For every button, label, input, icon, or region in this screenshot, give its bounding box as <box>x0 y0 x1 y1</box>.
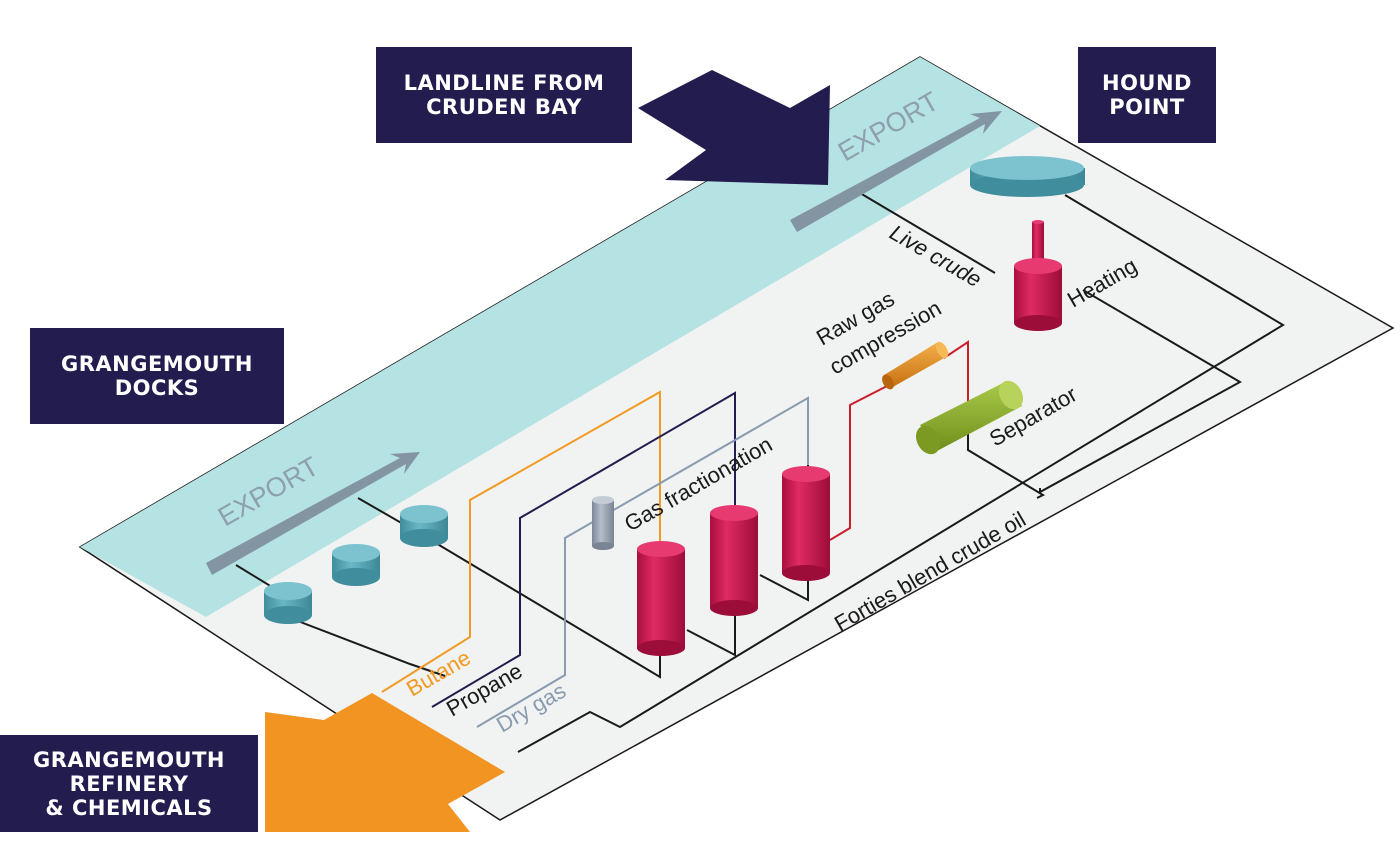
storage-tank <box>264 582 312 624</box>
grangemouth-docks-box: GRANGEMOUTH DOCKS <box>30 328 284 424</box>
storage-tank-large <box>970 156 1085 197</box>
docks-line-1: GRANGEMOUTH <box>60 352 254 376</box>
dry-gas-line <box>476 396 809 728</box>
compressor <box>882 341 949 390</box>
gas-vessel <box>592 496 614 550</box>
heater <box>1014 220 1062 331</box>
landline-line-2: CRUDEN BAY <box>426 95 582 119</box>
hound-point-box: HOUND POINT <box>1078 47 1216 143</box>
fractionation-column <box>782 466 830 581</box>
butane-line <box>381 390 661 693</box>
hound-point-line-2: POINT <box>1109 95 1185 119</box>
process-pipes <box>235 192 1285 753</box>
refinery-line-1: GRANGEMOUTH <box>32 747 226 772</box>
refinery-line-2: REFINERY <box>69 771 189 796</box>
refinery-arrow <box>265 693 505 832</box>
fractionation-column <box>710 505 758 616</box>
propane-line <box>431 391 736 708</box>
raw-gas-line-2 <box>829 340 969 541</box>
grangemouth-refinery-box: GRANGEMOUTH REFINERY & CHEMICALS <box>0 735 258 832</box>
landline-line-1: LANDLINE FROM <box>403 71 605 95</box>
fractionation-column <box>637 541 685 656</box>
landline-box: LANDLINE FROM CRUDEN BAY <box>376 47 632 143</box>
refinery-line-3: & CHEMICALS <box>45 795 213 820</box>
separator-vessel <box>916 380 1023 455</box>
landline-arrow <box>638 70 830 185</box>
export-band <box>80 57 1040 617</box>
export-arrow-left <box>206 452 420 575</box>
storage-tank <box>400 505 448 547</box>
docks-line-2: DOCKS <box>114 376 200 400</box>
storage-tank <box>332 544 380 586</box>
hound-point-line-1: HOUND <box>1102 71 1192 95</box>
export-arrow-top <box>790 111 1002 232</box>
